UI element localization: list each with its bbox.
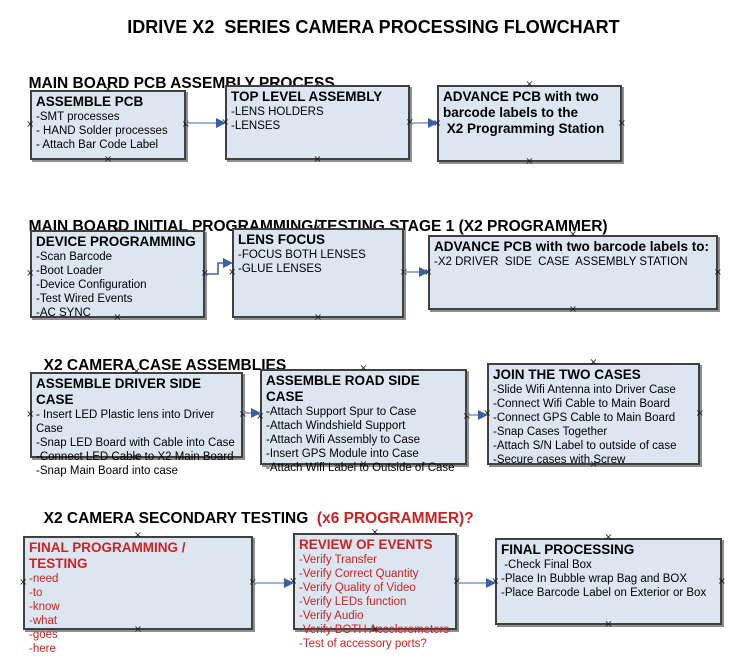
flow-box-title: REVIEW OF EVENTS bbox=[299, 537, 433, 552]
flow-arrow-elbow-icon[interactable] bbox=[205, 256, 233, 278]
section-header-case-assemblies: X2 CAMERA CASE ASSEMBLIES bbox=[35, 339, 287, 375]
flow-box-item: -Snap Cases Together bbox=[493, 425, 608, 438]
page-title: IDRIVE X2 SERIES CAMERA PROCESSING FLOWC… bbox=[127, 17, 620, 37]
flow-box-title: LENS FOCUS bbox=[238, 232, 326, 247]
flow-box-item: -GLUE LENSES bbox=[238, 262, 322, 275]
flow-box-item: -X2 DRIVER SIDE CASE ASSEMBLY STATION bbox=[434, 255, 688, 268]
flow-box-assemble-pcb[interactable]: ASSEMBLE PCB -SMT processes - HAND Solde… bbox=[26, 85, 190, 165]
flow-box-item: -Connect Wifi Cable to Main Board bbox=[493, 397, 671, 410]
flow-box-item: -FOCUS BOTH LENSES bbox=[238, 248, 366, 261]
flow-box-device-programming[interactable]: DEVICE PROGRAMMING -Scan Barcode -Boot L… bbox=[26, 225, 209, 323]
flow-box-lens-focus[interactable]: LENS FOCUS -FOCUS BOTH LENSES -GLUE LENS… bbox=[228, 223, 408, 323]
flow-box-item: -Secure cases with Screw bbox=[493, 453, 626, 466]
flow-box-item: -Test Wired Events bbox=[36, 292, 133, 305]
connection-point-icon: × bbox=[313, 312, 323, 323]
flow-box-item: -Attach S/N Label to outside of case bbox=[493, 439, 677, 452]
flow-box-item: -goes bbox=[29, 628, 58, 641]
flow-box-item: -Attach Wifi Label to Outside of Case bbox=[266, 461, 455, 474]
flow-arrow-icon[interactable] bbox=[411, 116, 438, 130]
flow-box-title: ADVANCE PCB with two barcode labels to t… bbox=[443, 89, 605, 136]
flow-box-item: -Snap Main Board into case bbox=[36, 464, 178, 477]
connection-point-icon: × bbox=[26, 119, 35, 130]
flow-box-title: ASSEMBLE ROAD SIDE CASE bbox=[266, 373, 424, 404]
connection-point-icon: × bbox=[617, 117, 626, 129]
flow-box-title: DEVICE PROGRAMMING bbox=[36, 234, 196, 249]
flow-box-item: -here bbox=[29, 642, 56, 655]
flow-box-item: -LENSES bbox=[231, 119, 281, 132]
connection-point-icon: × bbox=[19, 577, 28, 588]
section-header-secondary-testing: X2 CAMERA SECONDARY TESTING (x6 PROGRAMM… bbox=[35, 492, 474, 528]
flow-box-item: -Attach Wifi Assembly to Case bbox=[266, 433, 421, 446]
flow-box-item: -Attach Windshield Support bbox=[266, 419, 406, 432]
flow-box-item: -Connect GPS Cable to Main Board bbox=[493, 411, 676, 424]
flow-box-item: -Place Barcode Label on Exterior or Box bbox=[501, 586, 707, 599]
flow-box-item: -Insert GPS Module into Case bbox=[266, 447, 419, 460]
flow-box-item: -Check Final Box bbox=[501, 558, 592, 571]
flow-box-title: TOP LEVEL ASSEMBLY bbox=[231, 89, 383, 104]
flow-box-item: -what bbox=[29, 614, 58, 627]
flow-box-item: -Connect LED Cable to X2 Main Board bbox=[36, 450, 234, 463]
flow-box-item: -Verify Quality of Video bbox=[299, 581, 416, 594]
connection-point-icon: × bbox=[26, 409, 35, 420]
flow-box-item: -AC SYNC bbox=[36, 306, 91, 319]
flow-box-item: -Verify BOTH Accelerometers bbox=[299, 623, 450, 636]
flow-box-advance-pcb-programming-station[interactable]: ADVANCE PCB with two barcode labels to t… bbox=[433, 80, 626, 167]
flow-box-title: ADVANCE PCB with two barcode labels to: bbox=[434, 239, 710, 254]
connection-point-icon: × bbox=[525, 156, 534, 167]
flow-box-assemble-road-side-case[interactable]: ASSEMBLE ROAD SIDE CASE -Attach Support … bbox=[256, 364, 471, 474]
flow-box-item: -Place In Bubble wrap Bag and BOX bbox=[501, 572, 688, 585]
flow-arrow-icon[interactable] bbox=[457, 576, 496, 590]
connection-point-icon: × bbox=[103, 154, 113, 165]
connection-point-icon: × bbox=[568, 304, 578, 315]
flow-arrow-icon[interactable] bbox=[404, 265, 429, 279]
flow-box-item: - Insert LED Plastic lens into Driver Ca… bbox=[36, 408, 218, 435]
flow-arrow-icon[interactable] bbox=[186, 116, 226, 130]
flow-box-item: -need bbox=[29, 572, 59, 585]
flow-box-item: -Scan Barcode bbox=[36, 250, 113, 263]
flow-box-item: -Attach Support Spur to Case bbox=[266, 405, 417, 418]
connection-point-icon: × bbox=[713, 266, 722, 278]
flow-box-item: -Boot Loader bbox=[36, 264, 103, 277]
connection-point-icon: × bbox=[717, 575, 726, 587]
flow-arrow-icon[interactable] bbox=[253, 576, 294, 590]
flow-box-item: -Snap LED Board with Cable into Case bbox=[36, 436, 235, 449]
flow-box-item: -Verify Correct Quantity bbox=[299, 567, 419, 580]
connection-point-icon: × bbox=[26, 268, 35, 279]
flow-box-item: -SMT processes bbox=[36, 110, 120, 123]
flow-box-assemble-driver-side-case[interactable]: ASSEMBLE DRIVER SIDE CASE - Insert LED P… bbox=[26, 367, 247, 477]
flow-box-title: ASSEMBLE PCB bbox=[36, 94, 144, 109]
flow-box-top-level-assembly[interactable]: TOP LEVEL ASSEMBLY -LENS HOLDERS -LENSES… bbox=[221, 80, 414, 165]
connection-point-icon: × bbox=[604, 619, 613, 630]
flow-arrow-icon[interactable] bbox=[467, 408, 488, 422]
flow-box-title: JOIN THE TWO CASES bbox=[493, 367, 641, 382]
flow-box-item: -Device Configuration bbox=[36, 278, 147, 291]
flow-arrow-icon[interactable] bbox=[243, 406, 261, 420]
section-header-red-text: (x6 PROGRAMMER)? bbox=[316, 510, 474, 527]
flow-box-final-programming-testing[interactable]: FINAL PROGRAMMING / TESTING -need -to -k… bbox=[19, 531, 257, 655]
flow-box-final-processing[interactable]: FINAL PROCESSING -Check Final Box -Place… bbox=[491, 533, 726, 630]
flow-box-advance-pcb-driver-side[interactable]: ADVANCE PCB with two barcode labels to: … bbox=[424, 230, 722, 315]
flow-box-item: -LENS HOLDERS bbox=[231, 105, 324, 118]
flow-box-item: - HAND Solder processes bbox=[36, 124, 168, 137]
connection-point-icon: × bbox=[695, 408, 704, 419]
flow-box-item: -Verify Audio bbox=[299, 609, 364, 622]
flow-box-review-of-events[interactable]: REVIEW OF EVENTS -Verify Transfer -Verif… bbox=[289, 528, 461, 650]
connection-point-icon: × bbox=[313, 154, 322, 165]
flow-box-item: -Verify Transfer bbox=[299, 553, 377, 566]
flow-box-join-the-two-cases[interactable]: JOIN THE TWO CASES -Slide Wifi Antenna i… bbox=[483, 358, 704, 470]
flow-box-title: FINAL PROGRAMMING / TESTING bbox=[29, 540, 190, 571]
flow-box-title: ASSEMBLE DRIVER SIDE CASE bbox=[36, 376, 205, 407]
flow-box-item: -know bbox=[29, 600, 60, 613]
flow-box-title: FINAL PROCESSING bbox=[501, 542, 635, 557]
flow-box-item: -Verify LEDs function bbox=[299, 595, 407, 608]
flow-box-item: -to bbox=[29, 586, 43, 599]
section-header-text: X2 CAMERA SECONDARY TESTING bbox=[43, 510, 317, 527]
flow-box-item: -Slide Wifi Antenna into Driver Case bbox=[493, 383, 676, 396]
flow-box-item: -Test of accessory ports? bbox=[299, 637, 427, 650]
flow-box-item: - Attach Bar Code Label bbox=[36, 138, 159, 151]
